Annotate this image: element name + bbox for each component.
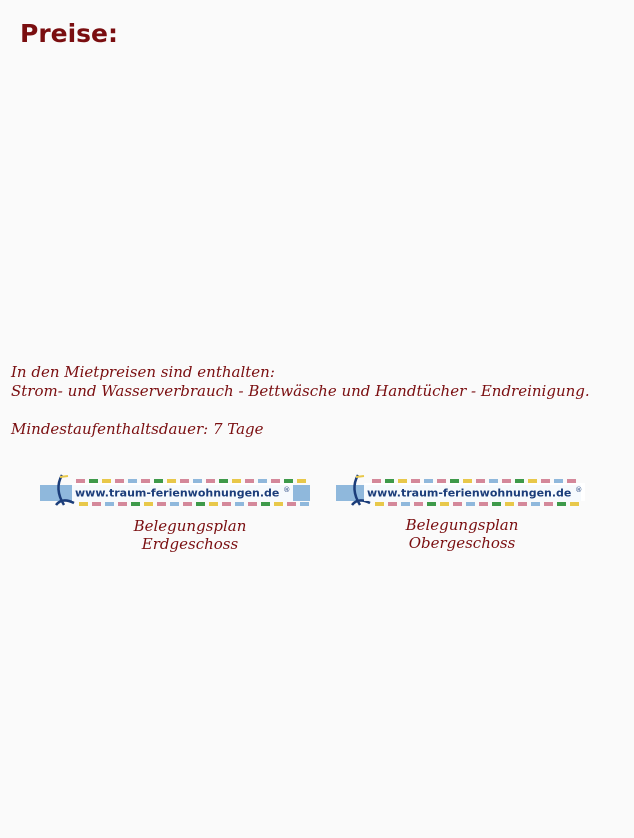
included-heading: In den Mietpreisen sind enthalten: xyxy=(11,363,275,381)
page-title: Preise: xyxy=(20,19,119,48)
banner-url-text: www.traum-ferienwohnungen.de ® xyxy=(72,483,294,501)
occupancy-plan-ground-floor-banner[interactable]: www.traum-ferienwohnungen.de ® xyxy=(40,473,310,507)
price-info: In den Mietpreisen sind enthalten: Strom… xyxy=(11,363,626,439)
spacer xyxy=(11,401,626,420)
included-items: Strom- und Wasserverbrauch - Bettwäsche … xyxy=(11,382,590,400)
occupancy-plan-upper-floor-banner[interactable]: www.traum-ferienwohnungen.de ® xyxy=(336,473,586,507)
occupancy-plan-ground-floor-caption[interactable]: Belegungsplan Erdgeschoss xyxy=(133,517,247,553)
banner-stripes xyxy=(372,479,579,506)
occupancy-plan-upper-floor-caption[interactable]: Belegungsplan Obergeschoss xyxy=(405,516,519,552)
banner-stripes xyxy=(76,479,309,506)
min-stay-text: Mindestaufenthaltsdauer: 7 Tage xyxy=(11,420,264,438)
banner-url-text: www.traum-ferienwohnungen.de ® xyxy=(364,483,586,501)
